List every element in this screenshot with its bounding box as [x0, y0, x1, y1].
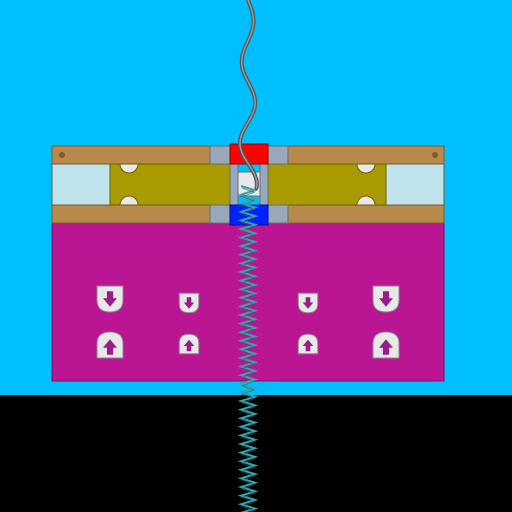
top-plank-right	[287, 145, 445, 165]
connector-top-right	[267, 145, 289, 165]
smoke-trail-highlight	[239, 0, 258, 189]
spring-coil-shadow	[240, 187, 256, 512]
up-arrow-badge	[372, 331, 400, 359]
arrow-badge-grid	[96, 285, 400, 359]
up-arrow-badge	[178, 333, 200, 355]
ground	[0, 395, 512, 512]
bottom-plank-right	[287, 204, 445, 224]
bolt-right	[432, 152, 438, 158]
notch-bl	[119, 195, 139, 206]
notch-br	[356, 195, 376, 206]
connector-bottom-right	[267, 204, 289, 224]
top-plank-left	[51, 145, 211, 165]
bolt-left	[59, 152, 65, 158]
glass-panel-right	[385, 163, 445, 206]
down-arrow-badge	[372, 285, 400, 313]
down-arrow-badge	[178, 292, 200, 314]
connector-bottom-left	[209, 204, 231, 224]
connector-center-left	[229, 163, 239, 206]
up-arrow-badge	[297, 333, 319, 355]
bottom-plank-left	[51, 204, 211, 224]
glass-panel-left	[51, 163, 111, 206]
down-arrow-badge	[297, 292, 319, 314]
connector-center-right	[259, 163, 269, 206]
connector-top-left	[209, 145, 231, 165]
spring-coil	[237, 185, 259, 512]
up-arrow-badge	[96, 331, 124, 359]
red-cap	[229, 143, 269, 165]
notch-tr	[356, 163, 376, 174]
notch-tl	[119, 163, 139, 174]
down-arrow-badge	[96, 285, 124, 313]
